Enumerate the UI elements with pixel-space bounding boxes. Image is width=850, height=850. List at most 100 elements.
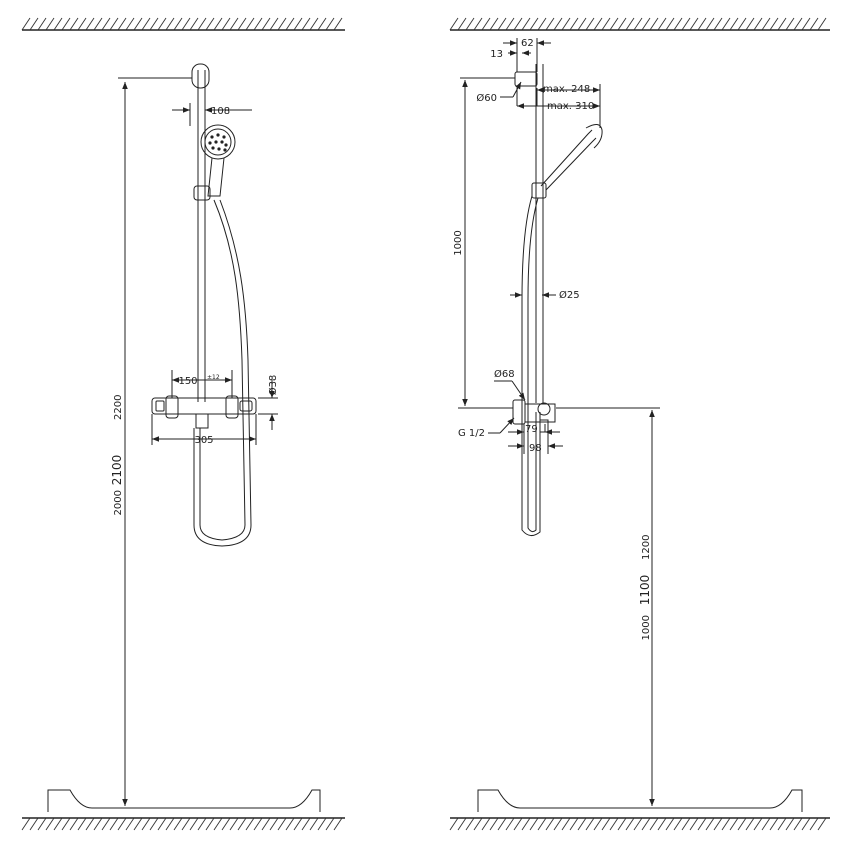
dim-diameter-68: Ø68 xyxy=(494,368,515,380)
hatch-line xyxy=(553,17,563,31)
hatch-line xyxy=(213,817,223,831)
hatch-line xyxy=(205,17,215,31)
hatch-line xyxy=(817,817,827,831)
hatch-line xyxy=(633,17,643,31)
hatch-line xyxy=(333,817,343,831)
nozzle-dot xyxy=(210,135,214,139)
ceiling-right xyxy=(449,17,830,31)
hatch-line xyxy=(753,817,763,831)
hatch-line xyxy=(101,17,111,31)
hatch-line xyxy=(125,17,135,31)
hatch-line xyxy=(673,17,683,31)
hatch-line xyxy=(29,817,39,831)
hatch-line xyxy=(21,17,31,31)
hatch-line xyxy=(609,17,619,31)
hatch-line xyxy=(77,17,87,31)
hatch-line xyxy=(505,17,515,31)
hatch-line xyxy=(237,817,247,831)
hatch-line xyxy=(45,17,55,31)
hatch-line xyxy=(521,817,531,831)
hatch-line xyxy=(165,17,175,31)
hatch-line xyxy=(553,817,563,831)
dim-305: 305 xyxy=(194,435,213,446)
dim-1200: 1200 xyxy=(641,535,652,560)
hatch-line xyxy=(569,17,579,31)
hatch-line xyxy=(529,17,539,31)
hatch-line xyxy=(785,817,795,831)
hatch-line xyxy=(181,817,191,831)
hatch-line xyxy=(641,817,651,831)
hatch-line xyxy=(181,17,191,31)
nozzle-dot xyxy=(216,133,220,137)
dim-1100: 1100 xyxy=(638,575,652,606)
hatch-line xyxy=(489,17,499,31)
hatch-line xyxy=(221,17,231,31)
hatch-line xyxy=(301,817,311,831)
hatch-line xyxy=(245,17,255,31)
hatch-line xyxy=(641,17,651,31)
nozzle-dot xyxy=(224,143,228,147)
hatch-line xyxy=(101,817,111,831)
hatch-line xyxy=(561,817,571,831)
hatch-line xyxy=(293,17,303,31)
hatch-line xyxy=(309,17,319,31)
dim-max-248: max. 248 xyxy=(543,84,590,95)
hatch-line xyxy=(449,817,459,831)
hatch-line xyxy=(317,817,327,831)
hatch-line xyxy=(465,817,475,831)
hatch-line xyxy=(745,817,755,831)
left-dimension-labels: 2200 2100 2000 108 150 ±12 305 Ø38 xyxy=(110,106,279,515)
dim-2200: 2200 xyxy=(113,395,124,420)
hatch-line xyxy=(681,817,691,831)
dim-13: 13 xyxy=(490,49,503,60)
hatch-line xyxy=(817,17,827,31)
hatch-line xyxy=(801,817,811,831)
hatch-line xyxy=(737,17,747,31)
hatch-line xyxy=(277,817,287,831)
hatch-line xyxy=(617,817,627,831)
hatch-line xyxy=(585,17,595,31)
hatch-line xyxy=(473,817,483,831)
hatch-line xyxy=(769,817,779,831)
hatch-line xyxy=(601,17,611,31)
hatch-line xyxy=(657,817,667,831)
nozzle-dot xyxy=(208,141,212,145)
hatch-line xyxy=(85,17,95,31)
hatch-line xyxy=(77,817,87,831)
hatch-line xyxy=(745,17,755,31)
hatch-line xyxy=(769,17,779,31)
hatch-line xyxy=(141,17,151,31)
hatch-line xyxy=(513,817,523,831)
hatch-line xyxy=(173,817,183,831)
hatch-line xyxy=(29,17,39,31)
dim-62: 62 xyxy=(521,38,534,49)
hatch-line xyxy=(673,817,683,831)
dim-diameter-38: Ø38 xyxy=(267,375,279,396)
hatch-line xyxy=(665,817,675,831)
hatch-line xyxy=(649,817,659,831)
hatch-line xyxy=(705,17,715,31)
hatch-line xyxy=(777,817,787,831)
hatch-line xyxy=(601,817,611,831)
hatch-line xyxy=(253,17,263,31)
hatch-line xyxy=(325,817,335,831)
hatch-line xyxy=(497,17,507,31)
hatch-line xyxy=(721,17,731,31)
hatch-line xyxy=(761,17,771,31)
hatch-line xyxy=(585,817,595,831)
hatch-line xyxy=(729,17,739,31)
dim-150: 150 xyxy=(178,376,197,387)
hatch-line xyxy=(85,817,95,831)
hatch-line xyxy=(537,817,547,831)
hatch-line xyxy=(537,17,547,31)
hatch-line xyxy=(689,817,699,831)
nozzle-dot xyxy=(220,140,224,144)
hatch-line xyxy=(61,17,71,31)
hatch-line xyxy=(545,17,555,31)
hatch-line xyxy=(61,817,71,831)
dim-1000-mount: 1000 xyxy=(641,615,652,640)
dim-diameter-60: Ø60 xyxy=(476,92,497,104)
right-dimensions xyxy=(458,38,660,806)
